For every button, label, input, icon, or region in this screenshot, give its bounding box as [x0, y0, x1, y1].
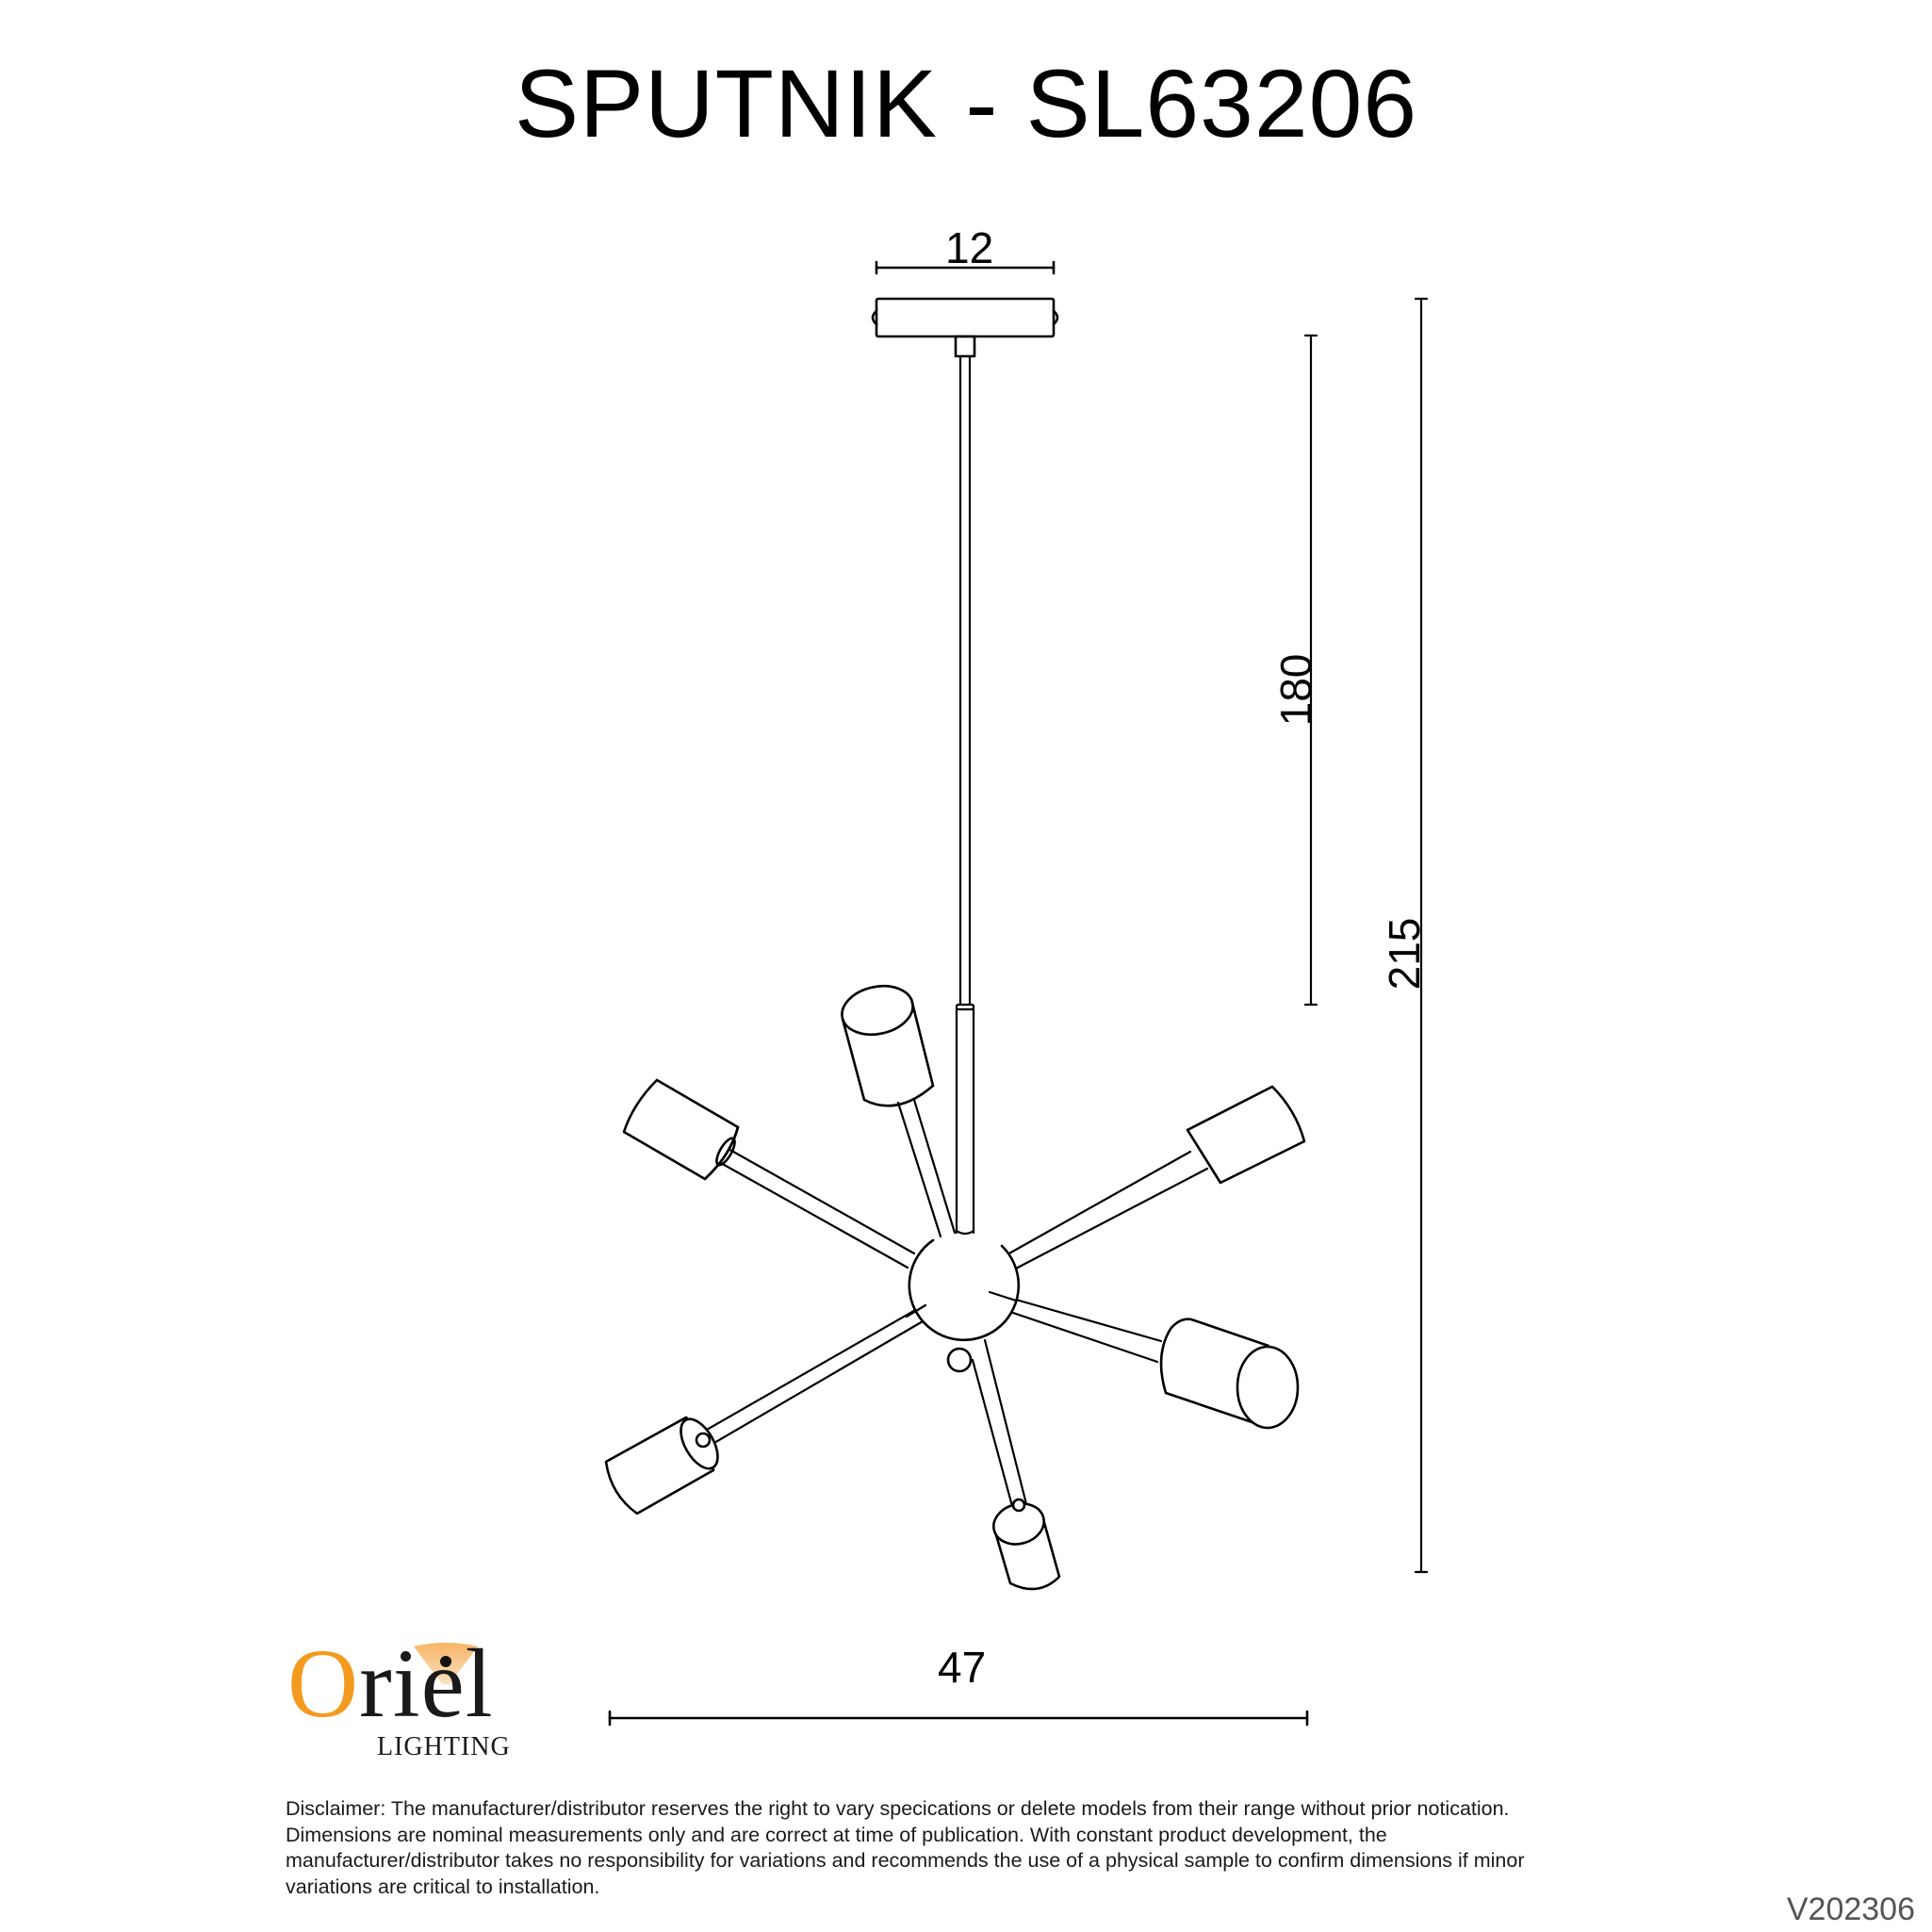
shade-upper-right-icon	[1186, 1085, 1306, 1185]
disclaimer-line: variations are critical to installation.	[286, 1875, 600, 1898]
dim-line-overall-height	[1414, 297, 1429, 1574]
dim-line-canopy-width	[875, 260, 1056, 275]
canopy-icon	[871, 297, 1059, 358]
dim-label-drop-height: 180	[1271, 653, 1320, 727]
dim-line-drop-height	[1303, 334, 1318, 1007]
disclaimer-line: Disclaimer: The manufacturer/distributor…	[286, 1797, 1510, 1820]
shade-upper-left-icon	[622, 1078, 740, 1181]
disclaimer: Disclaimer: The manufacturer/distributor…	[286, 1796, 1680, 1900]
shade-bottom-icon	[992, 1498, 1061, 1591]
dim-label-canopy-width: 12	[945, 223, 994, 272]
disclaimer-line: manufacturer/distributor takes no respon…	[286, 1849, 1525, 1872]
logo-letters: riel	[359, 1629, 494, 1738]
dim-label-overall-height: 215	[1380, 917, 1429, 991]
arm-bottom	[971, 1338, 1028, 1508]
logo-subtitle: LIGHTING	[377, 1732, 511, 1761]
logo-wordmark: Oriel	[287, 1635, 494, 1733]
arm-upper-left	[717, 1146, 916, 1269]
shade-lower-left-icon	[604, 1416, 719, 1515]
stem-rod-icon	[955, 354, 975, 1236]
shade-top-icon	[841, 985, 935, 1107]
arm-lower-left	[696, 1303, 931, 1449]
light-beam-icon	[414, 1643, 478, 1684]
arm-top	[896, 1098, 957, 1238]
shade-lower-right-icon	[1159, 1318, 1300, 1430]
dim-label-overall-width: 47	[938, 1643, 987, 1692]
dim-line-overall-width	[608, 1710, 1309, 1727]
logo-letter-o: O	[287, 1629, 360, 1738]
disclaimer-line: Dimensions are nominal measurements only…	[286, 1823, 1387, 1846]
arm-upper-right	[1006, 1150, 1209, 1271]
brand-logo: Oriel LIGHTING	[287, 1635, 514, 1767]
product-title: SPUTNIK - SL63206	[514, 50, 1418, 157]
version-code: V202306	[1786, 1891, 1915, 1927]
hub-sphere-icon	[905, 1238, 1021, 1373]
